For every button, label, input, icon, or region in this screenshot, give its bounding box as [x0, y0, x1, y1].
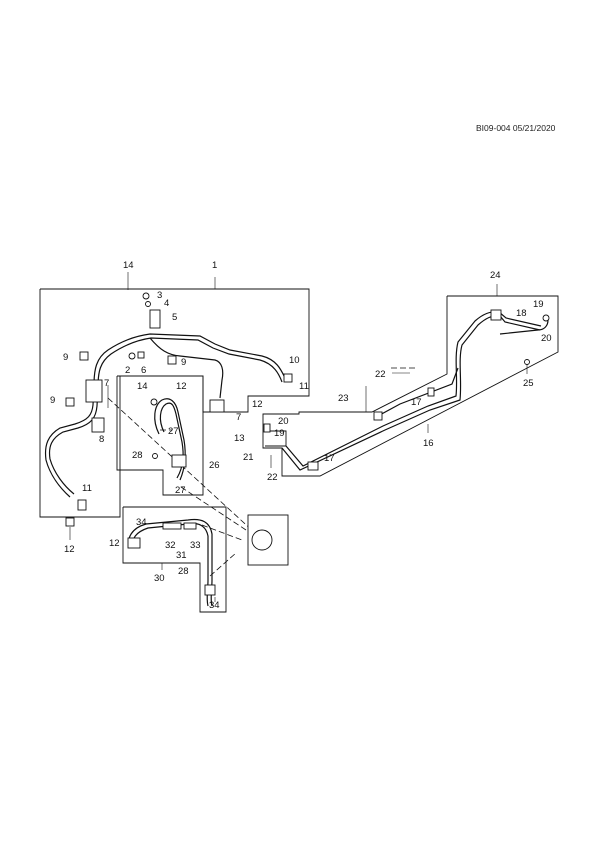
- callout-12: 12: [176, 381, 187, 392]
- callout-9: 9: [50, 395, 55, 406]
- fitting-33: [183, 522, 197, 530]
- fitting-27-lower: [171, 454, 187, 468]
- callout-19: 19: [274, 428, 285, 439]
- callout-21: 21: [243, 452, 254, 463]
- hose-30-inner: [132, 522, 209, 607]
- clip-11-bottom: [77, 499, 87, 511]
- callout-14: 14: [123, 260, 134, 271]
- callout-34: 34: [136, 517, 147, 528]
- callout-26: 26: [209, 460, 220, 471]
- frame-inner-22: [265, 430, 287, 447]
- callout-8: 8: [99, 434, 104, 445]
- muffler: [85, 379, 103, 403]
- compressor-pulley: [251, 529, 273, 551]
- callout-24: 24: [490, 270, 501, 281]
- hose-23: [377, 367, 459, 417]
- callout-12: 12: [64, 544, 75, 555]
- frame-assembly-16: [262, 295, 559, 477]
- fitting-7-right: [209, 399, 225, 413]
- callout-27: 27: [175, 485, 186, 496]
- callout-13: 13: [234, 433, 245, 444]
- clip-17-right: [427, 387, 435, 397]
- callout-11: 11: [82, 483, 92, 494]
- callout-23: 23: [338, 393, 349, 404]
- bolt-12-hose26: [150, 398, 158, 406]
- callout-28: 28: [178, 566, 189, 577]
- callout-33: 33: [190, 540, 201, 551]
- callout-2: 2: [125, 365, 130, 376]
- callout-32: 32: [165, 540, 176, 551]
- callout-12: 12: [252, 399, 263, 410]
- callout-25: 25: [523, 378, 534, 389]
- callout-20: 20: [541, 333, 552, 344]
- bolt-28: [152, 453, 158, 459]
- fitting-8: [91, 417, 105, 433]
- fitting-32: [162, 522, 182, 530]
- cap-2: [128, 352, 136, 360]
- callout-16: 16: [423, 438, 434, 449]
- hose-branch: [149, 337, 224, 399]
- frame-assembly-26: [116, 375, 204, 496]
- callout-20: 20: [278, 416, 289, 427]
- callout-19: 19: [533, 299, 544, 310]
- clip-17-left: [307, 461, 319, 471]
- fitting-24: [490, 309, 502, 321]
- cap-19-right: [542, 314, 550, 322]
- hose-18: [499, 319, 549, 335]
- callout-11: 11: [299, 381, 309, 392]
- frame-assembly-30: [122, 506, 227, 613]
- group-parts: [65, 292, 550, 596]
- bracket-9-upper: [79, 351, 89, 361]
- fitting-34-right: [204, 584, 216, 596]
- callout-12: 12: [109, 538, 120, 549]
- cap-3: [142, 292, 150, 300]
- callout-31: 31: [176, 550, 187, 561]
- callout-30: 30: [154, 573, 165, 584]
- callout-28: 28: [132, 450, 143, 461]
- callout-5: 5: [172, 312, 177, 323]
- callout-17: 17: [411, 397, 422, 408]
- bracket-9-mid: [167, 355, 177, 365]
- group-leaders: [69, 272, 528, 602]
- dashed-leader-5: [209, 552, 237, 577]
- callout-18: 18: [516, 308, 527, 319]
- callout-9: 9: [63, 352, 68, 363]
- callout-27: 27: [168, 426, 179, 437]
- hose-main-inner: [48, 337, 283, 495]
- hose-16-outer: [281, 315, 541, 471]
- seal-4: [145, 301, 151, 307]
- fitting-23: [373, 411, 383, 421]
- hose-26-outer: [154, 398, 186, 481]
- callout-22: 22: [375, 369, 386, 380]
- fitting-34-left: [127, 537, 141, 549]
- clip-11-top: [283, 373, 293, 383]
- valve-5: [149, 309, 161, 329]
- dashed-leader-4: [201, 524, 243, 541]
- callout-17: 17: [324, 453, 335, 464]
- fitting-20-left: [263, 423, 271, 433]
- bracket-9-lower: [65, 397, 75, 407]
- callout-1: 1: [212, 260, 217, 271]
- callout-10: 10: [289, 355, 300, 366]
- callout-14: 14: [137, 381, 148, 392]
- callout-34: 34: [209, 600, 220, 611]
- callout-7: 7: [104, 378, 109, 389]
- nut-12-left: [65, 517, 75, 527]
- callout-7: 7: [236, 412, 241, 423]
- dashed-leader-3: [180, 486, 247, 531]
- callout-6: 6: [141, 365, 146, 376]
- callout-3: 3: [157, 290, 162, 301]
- callout-22: 22: [267, 472, 278, 483]
- seal-6: [137, 351, 145, 359]
- callout-4: 4: [164, 298, 169, 309]
- document-id: BI09-004 05/21/2020: [476, 123, 556, 133]
- group-frames: [39, 288, 559, 613]
- callout-9: 9: [181, 357, 186, 368]
- bolt-25: [524, 359, 530, 365]
- hose-16-inner: [285, 311, 542, 467]
